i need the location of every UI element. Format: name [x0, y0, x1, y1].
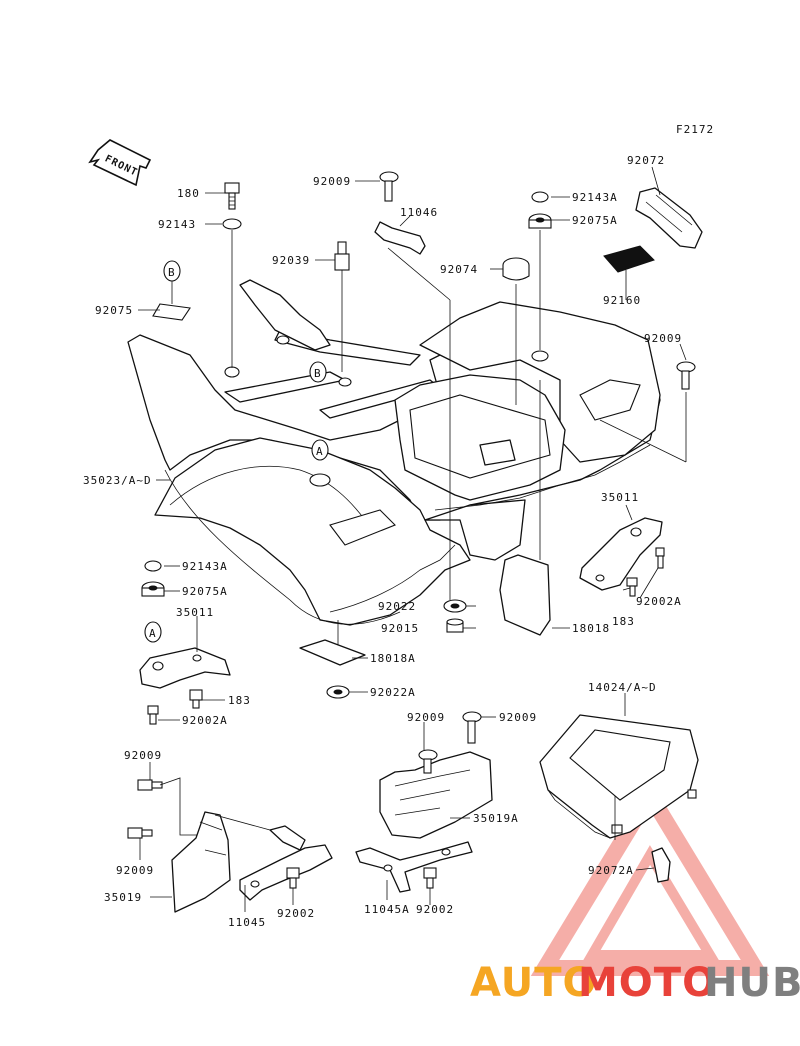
- label-92072a: 92072A: [588, 864, 634, 877]
- grommet-92075a-left-icon: [141, 581, 165, 597]
- label-92074: 92074: [440, 263, 478, 276]
- label-183-right: 183: [612, 615, 635, 628]
- clip-92072a-icon: [651, 847, 671, 883]
- brand-wordmark: AUTO MOTO HUB: [470, 960, 800, 1006]
- label-92002-ctr: 92002: [416, 903, 454, 916]
- bolt-92009-left-a-icon: [137, 779, 163, 791]
- label-180: 180: [177, 187, 200, 200]
- label-35011-left: 35011: [176, 606, 214, 619]
- washer-92143-icon: [222, 218, 242, 230]
- bolt-92002-ctr-icon: [423, 867, 437, 889]
- bolt-183-right-icon: [626, 577, 638, 597]
- label-92039: 92039: [272, 254, 310, 267]
- plug-92074-icon: [502, 257, 530, 281]
- grommet-92022a-icon: [326, 685, 350, 699]
- label-92022a: 92022A: [370, 686, 416, 699]
- bolt-180-icon: [224, 182, 240, 210]
- callout-a-circle: A: [311, 439, 329, 461]
- label-35019a: 35019A: [473, 812, 519, 825]
- label-11045: 11045: [228, 916, 266, 929]
- washer-92143a-left-icon: [144, 560, 162, 572]
- label-92002a-right: 92002A: [636, 595, 682, 608]
- brand-part1: AUTO: [470, 960, 598, 1006]
- label-92015: 92015: [381, 622, 419, 635]
- label-92075a-left: 92075A: [182, 585, 228, 598]
- callout-a-circle-2: A: [144, 621, 162, 643]
- label-92022-mid: 92022: [378, 600, 416, 613]
- label-92143a-left: 92143A: [182, 560, 228, 573]
- grommet-92075a-top-icon: [528, 213, 552, 229]
- label-92009-left-a: 92009: [124, 749, 162, 762]
- label-92009-ctr-b: 92009: [499, 711, 537, 724]
- rack-14024: [539, 714, 699, 839]
- nut-92015-icon: [446, 618, 464, 633]
- bolt-92009-ctr-a-icon: [418, 749, 438, 774]
- label-92002-left: 92002: [277, 907, 315, 920]
- strap-92072-icon: [635, 187, 703, 249]
- bracket-11045: [239, 825, 333, 901]
- label-92009-left-b: 92009: [116, 864, 154, 877]
- bracket-b: B: [239, 279, 331, 383]
- brand-part2: MOTO: [578, 960, 717, 1006]
- label-18018: 18018: [572, 622, 610, 635]
- label-92075: 92075: [95, 304, 133, 317]
- label-11045a: 11045A: [364, 903, 410, 916]
- watermark-logo: [530, 779, 770, 976]
- label-92143: 92143: [158, 218, 196, 231]
- clip-11046-icon: [374, 221, 426, 255]
- label-14024: 14024/A~D: [588, 681, 657, 694]
- callout-b-circle: B: [163, 260, 181, 282]
- callout-b-circle-2: B: [314, 367, 322, 380]
- label-11046: 11046: [400, 206, 438, 219]
- figure-code: F2172: [676, 123, 714, 136]
- bracket-35011-left: [139, 647, 231, 689]
- label-183-left: 183: [228, 694, 251, 707]
- bolt-92002a-right-icon: [655, 547, 665, 569]
- pin-92039-icon: [334, 241, 350, 372]
- bracket-35011-right: [579, 517, 663, 591]
- mudflap-35019: [171, 811, 231, 913]
- svg-text:A: A: [316, 445, 324, 458]
- bracket-35019a: [379, 751, 493, 839]
- leader-lines: [138, 166, 687, 912]
- bolt-92009-top-icon: [379, 171, 399, 202]
- svg-text:A: A: [149, 627, 157, 640]
- bolt-92009-ctr-b-icon: [462, 711, 482, 744]
- label-35019: 35019: [104, 891, 142, 904]
- label-92009-ctr-a: 92009: [407, 711, 445, 724]
- brand-part3: HUB: [704, 960, 800, 1006]
- label-92002a-left: 92002A: [182, 714, 228, 727]
- bracket-11045a: [355, 841, 473, 893]
- label-35023: 35023/A~D: [83, 474, 152, 487]
- bolt-92002-left-icon: [286, 867, 300, 889]
- label-92160: 92160: [603, 294, 641, 307]
- grommet-92022-mid-icon: [443, 599, 467, 613]
- bolt-92009-right-icon: [676, 361, 696, 390]
- label-92009-right: 92009: [644, 332, 682, 345]
- bolt-92009-left-b-icon: [127, 827, 153, 839]
- rear-fender-35023: [127, 301, 661, 626]
- label-92143a-top: 92143A: [572, 191, 618, 204]
- front-arrow-icon: FRONT: [88, 139, 152, 187]
- label-18018a: 18018A: [370, 652, 416, 665]
- bracket-18018: [499, 554, 551, 636]
- pad-92160-icon: [603, 245, 655, 273]
- bolt-92002a-left-icon: [147, 705, 159, 725]
- bolt-183-left-icon: [189, 689, 203, 709]
- label-92075a-top: 92075A: [572, 214, 618, 227]
- label-35011-right: 35011: [601, 491, 639, 504]
- washer-92143a-top-icon: [531, 191, 549, 203]
- pad-18018a-icon: [299, 639, 366, 666]
- svg-text:B: B: [168, 266, 176, 279]
- label-92072: 92072: [627, 154, 665, 167]
- label-92009-top: 92009: [313, 175, 351, 188]
- pad-92075-icon: [152, 303, 191, 321]
